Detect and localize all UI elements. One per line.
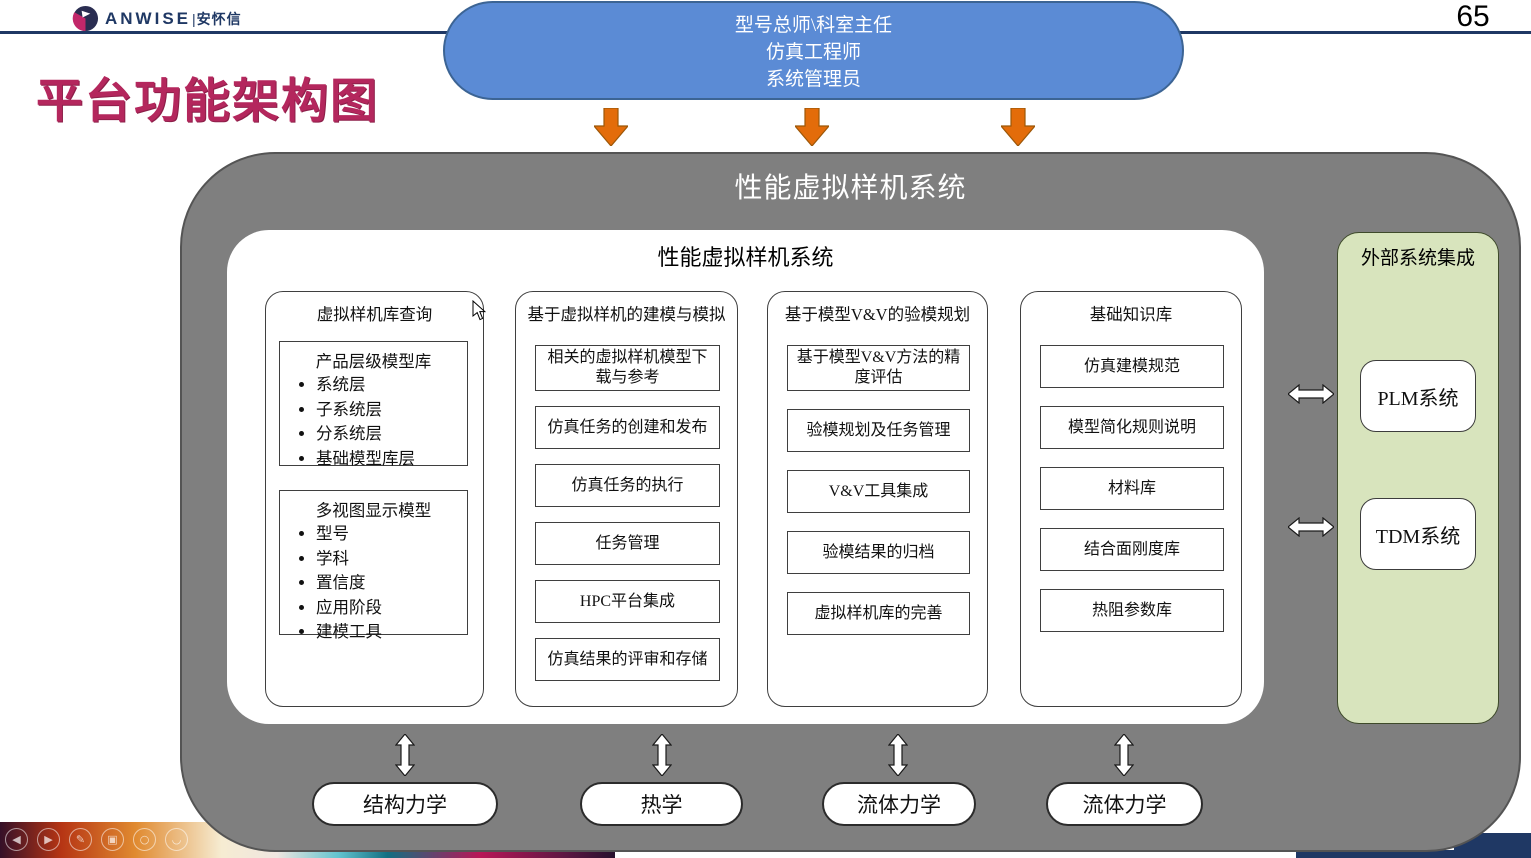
bullet-item: 置信度	[316, 571, 467, 596]
discipline-box: 流体力学	[1046, 782, 1203, 826]
external-system-box: PLM系统	[1360, 360, 1476, 432]
brand-name: ANWISE	[105, 8, 191, 28]
actors-capsule: 型号总师\科室主任 仿真工程师 系统管理员	[443, 1, 1184, 100]
function-box: 热阻参数库	[1040, 589, 1224, 632]
function-box: V&V工具集成	[787, 470, 970, 513]
bullet-list: 型号学科置信度应用阶段建模工具	[280, 522, 467, 645]
brand-separator: |	[192, 10, 196, 27]
function-box: 验模结果的归档	[787, 531, 970, 574]
system-panel: 性能虚拟样机系统 性能虚拟样机系统 虚拟样机库查询 产品层级模型库 系统层子系统…	[180, 152, 1521, 852]
inner-panel-title: 性能虚拟样机系统	[657, 245, 834, 270]
bullet-item: 分系统层	[316, 422, 467, 447]
column-title: 基于模型V&V的验模规划	[784, 305, 971, 324]
function-box: 仿真任务的执行	[535, 464, 720, 507]
double-arrow-vertical-icon	[395, 734, 415, 776]
external-system-box: TDM系统	[1360, 498, 1476, 570]
down-arrow-icon	[594, 108, 628, 146]
bullet-item: 建模工具	[316, 620, 467, 645]
discipline-box: 热学	[580, 782, 743, 826]
column-modeling-simulation: 基于虚拟样机的建模与模拟 相关的虚拟样机模型下载与参考仿真任务的创建和发布仿真任…	[515, 291, 738, 707]
external-integration-title: 外部系统集成	[1360, 248, 1475, 269]
function-box: HPC平台集成	[535, 580, 720, 623]
column-title: 基于虚拟样机的建模与模拟	[527, 305, 726, 324]
actor-line: 系统管理员	[765, 69, 861, 90]
player-icon[interactable]: ◡	[165, 828, 188, 851]
double-arrow-vertical-icon	[652, 734, 672, 776]
down-arrow-icon	[1001, 108, 1035, 146]
discipline-box: 结构力学	[312, 782, 498, 826]
down-arrow-icon	[795, 108, 829, 146]
bullet-list: 系统层子系统层分系统层基础模型库层	[280, 373, 467, 471]
anwise-logo-icon	[72, 5, 99, 32]
bullet-item: 子系统层	[316, 398, 467, 423]
group-title: 多视图显示模型	[315, 501, 432, 520]
double-arrow-horizontal-icon	[1288, 517, 1334, 537]
external-system-list: PLM系统 TDM系统	[1360, 360, 1476, 570]
double-arrow-vertical-icon	[888, 734, 908, 776]
function-box: 基于模型V&V方法的精度评估	[787, 345, 970, 391]
bullet-item: 型号	[316, 522, 467, 547]
column-title: 虚拟样机库查询	[316, 305, 433, 324]
function-box: 验模规划及任务管理	[787, 409, 970, 452]
function-box: 结合面刚度库	[1040, 528, 1224, 571]
player-icon[interactable]: ▶	[37, 828, 60, 851]
bullet-item: 基础模型库层	[316, 447, 467, 472]
double-arrow-horizontal-icon	[1288, 384, 1334, 404]
function-box: 仿真任务的创建和发布	[535, 406, 720, 449]
anwise-logo: ANWISE|安怀信	[72, 5, 242, 32]
function-box: 相关的虚拟样机模型下载与参考	[535, 345, 720, 391]
group-multiview-model: 多视图显示模型 型号学科置信度应用阶段建模工具	[279, 490, 468, 641]
function-box: 虚拟样机库的完善	[787, 592, 970, 635]
page-number: 65	[1456, 0, 1490, 33]
slide-title: 平台功能架构图	[36, 74, 379, 127]
discipline-box: 流体力学	[822, 782, 976, 826]
actor-line: 型号总师\科室主任	[734, 15, 893, 36]
function-box-list: 相关的虚拟样机模型下载与参考仿真任务的创建和发布仿真任务的执行任务管理 HPC平台…	[535, 345, 720, 696]
function-box: 任务管理	[535, 522, 720, 565]
player-icon[interactable]: ◀	[5, 828, 28, 851]
player-icon[interactable]: ▣	[101, 828, 124, 851]
bullet-item: 应用阶段	[316, 596, 467, 621]
player-controls: ◀ ▶ ✎ ▣ ○ ◡	[5, 828, 188, 851]
function-box: 材料库	[1040, 467, 1224, 510]
function-box: 仿真建模规范	[1040, 345, 1224, 388]
column-virtual-prototype-query: 虚拟样机库查询 产品层级模型库 系统层子系统层分系统层基础模型库层 多视图显示模…	[265, 291, 484, 707]
function-box-list: 仿真建模规范模型简化规则说明材料库结合面刚度库热阻参数库	[1040, 345, 1224, 650]
group-product-model-library: 产品层级模型库 系统层子系统层分系统层基础模型库层	[279, 341, 468, 468]
system-panel-title: 性能虚拟样机系统	[734, 173, 967, 204]
bullet-item: 系统层	[316, 373, 467, 398]
external-integration-panel: 外部系统集成 PLM系统 TDM系统	[1337, 232, 1499, 724]
mouse-cursor-icon	[472, 300, 487, 321]
bullet-item: 学科	[316, 547, 467, 572]
column-title: 基础知识库	[1089, 305, 1173, 324]
actor-line: 仿真工程师	[765, 42, 861, 63]
player-icon[interactable]: ✎	[69, 828, 92, 851]
column-knowledge-base: 基础知识库 仿真建模规范模型简化规则说明材料库结合面刚度库热阻参数库	[1020, 291, 1242, 707]
function-box-list: 基于模型V&V方法的精度评估验模规划及任务管理 V&V工具集成验模结果的归档虚拟样…	[787, 345, 970, 653]
function-box: 仿真结果的评审和存储	[535, 638, 720, 681]
group-title: 产品层级模型库	[315, 352, 432, 371]
player-icon[interactable]: ○	[133, 828, 156, 851]
brand-name-cn: 安怀信	[196, 10, 242, 27]
discipline-row: 结构力学 热学 流体力学 流体力学	[182, 782, 1519, 828]
inner-panel: 性能虚拟样机系统 虚拟样机库查询 产品层级模型库 系统层子系统层分系统层基础模型…	[227, 230, 1264, 724]
double-arrow-vertical-icon	[1114, 734, 1134, 776]
column-vv-planning: 基于模型V&V的验模规划 基于模型V&V方法的精度评估验模规划及任务管理 V&V工…	[767, 291, 988, 707]
function-box: 模型简化规则说明	[1040, 406, 1224, 449]
